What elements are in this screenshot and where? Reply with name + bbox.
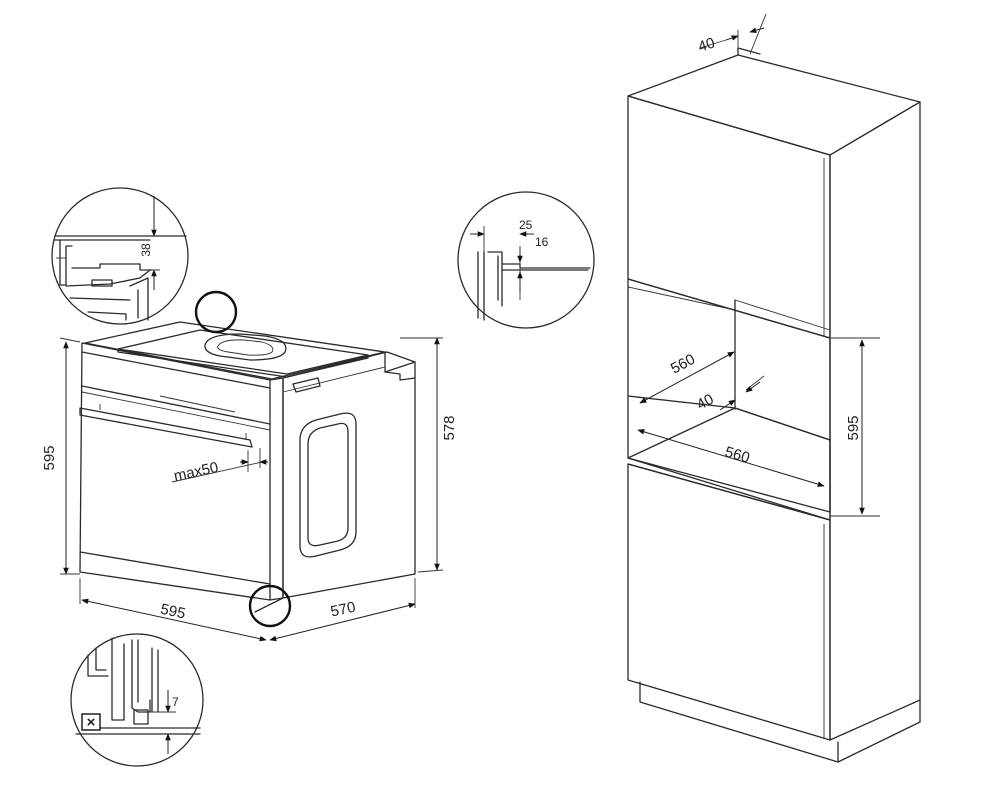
oven-side-height-label: 578 xyxy=(441,415,458,440)
cabinet-plinth xyxy=(639,681,839,763)
cabinet-top-gap-label: 40 xyxy=(696,34,717,55)
oven-side-height-dimension: 578 xyxy=(400,337,458,573)
oven-depth-label: 570 xyxy=(329,599,357,621)
niche-width-label: 560 xyxy=(723,444,752,467)
niche-depth-dimension: 560 xyxy=(639,351,735,404)
detail-bottom-circle xyxy=(70,633,204,767)
detail-mid-circle xyxy=(457,191,595,329)
oven-width-label: 595 xyxy=(159,601,187,623)
cabinet-top-gap-dimension: 40 xyxy=(696,13,767,56)
niche-width-dimension: 560 xyxy=(637,429,825,487)
oven-side-bracket xyxy=(292,377,321,393)
forbidden-box xyxy=(81,713,101,731)
cabinet-niche-floor xyxy=(627,407,831,513)
cabinet-lower-front xyxy=(627,463,831,741)
handle-gap-label: max50 xyxy=(172,459,220,485)
cabinet-right-side xyxy=(829,101,921,741)
detail-bottom-clearance: × 7 xyxy=(70,633,204,767)
oven-height-dimension: 595 xyxy=(41,337,81,575)
cabinet-top xyxy=(627,54,921,156)
detail-top-clearance: 38 xyxy=(51,187,189,325)
cabinet-offset-label: 25 xyxy=(519,218,533,232)
top-detail-callout xyxy=(194,290,238,334)
forbidden-mark: × xyxy=(87,714,96,731)
cabinet-upper-front xyxy=(627,95,831,339)
oven-top-recess xyxy=(204,333,287,361)
cabinet xyxy=(627,47,921,763)
top-clearance-label: 38 xyxy=(139,243,153,257)
niche-back-gap-label: 40 xyxy=(694,391,717,414)
oven-depth-dimension: 570 xyxy=(269,578,416,642)
handle-gap-dimension: max50 xyxy=(171,448,268,485)
niche-height-dimension: 595 xyxy=(830,337,880,517)
oven-side-face xyxy=(282,351,416,599)
oven-door-handle xyxy=(79,407,253,448)
detail-top-circle xyxy=(51,187,189,325)
niche-back-gap-dimension: 40 xyxy=(694,375,765,414)
oven-width-dimension: 595 xyxy=(79,578,267,642)
niche-height-label: 595 xyxy=(845,415,862,440)
bottom-clearance-label: 7 xyxy=(172,695,179,709)
detail-cabinet-offset: 25 16 xyxy=(457,191,595,329)
panel-thickness-label: 16 xyxy=(535,235,549,249)
oven-side-window xyxy=(299,412,357,558)
oven-body xyxy=(79,321,416,613)
oven-height-label: 595 xyxy=(41,445,58,470)
